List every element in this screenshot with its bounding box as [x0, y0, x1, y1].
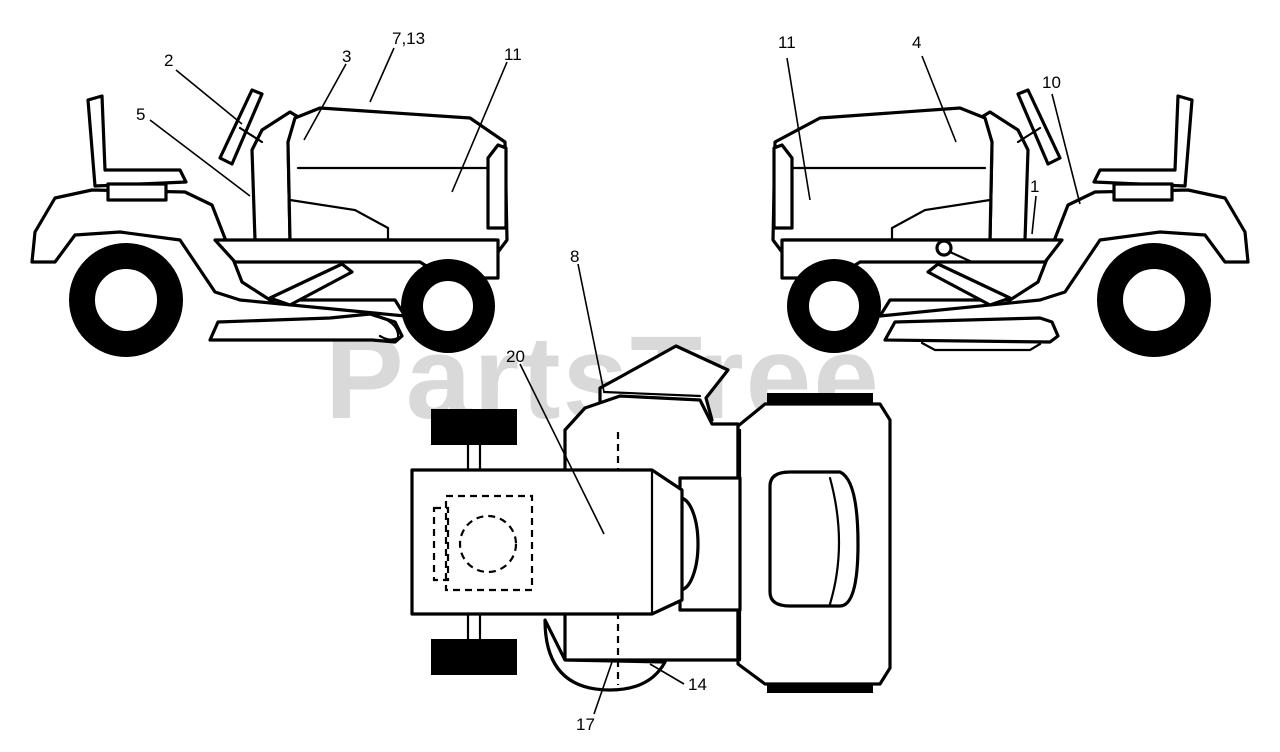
callout-11-right: 11	[778, 33, 796, 52]
chute-fold-top	[602, 390, 702, 398]
leader-11-left	[451, 61, 508, 193]
callout-20: 20	[506, 347, 525, 366]
mower-deck-left	[208, 312, 404, 344]
pedal-left	[268, 262, 354, 307]
seat-back-top	[828, 476, 841, 606]
tractor-top-view: 8 20 14 17	[410, 247, 892, 734]
discharge-chute-left	[370, 312, 400, 341]
hood-left	[286, 106, 509, 254]
hood-right	[771, 106, 994, 254]
steering-shaft-left	[238, 126, 264, 144]
leader-3	[303, 63, 347, 141]
hood-grille-left	[486, 143, 508, 230]
callout-4: 4	[912, 33, 921, 52]
callout-5: 5	[136, 105, 145, 124]
leader-14	[649, 663, 685, 685]
front-wheel-hub-left	[421, 279, 475, 333]
callout-17: 17	[576, 715, 595, 734]
engine-side-outline-top	[432, 506, 450, 582]
side-panel-left	[288, 198, 390, 242]
rear-fender-right	[878, 188, 1250, 318]
steering-wheel-left	[218, 88, 264, 166]
callout-10: 10	[1042, 73, 1061, 92]
callout-7-13: 7,13	[392, 29, 425, 48]
front-tire-top-upper	[431, 409, 517, 445]
leader-17	[593, 661, 613, 715]
callout-2: 2	[164, 51, 173, 70]
hood-top	[410, 468, 684, 616]
leader-7-13	[369, 47, 395, 103]
rear-wheel-hub-right	[1121, 267, 1187, 333]
pedal-right	[926, 262, 1012, 307]
callout-11-left: 11	[504, 45, 522, 64]
leader-2	[175, 69, 243, 125]
hood-grille-right	[772, 143, 794, 230]
steering-wheel-right	[1016, 88, 1062, 166]
center-frame-top	[678, 476, 742, 612]
lever-knob-right	[935, 239, 953, 257]
air-filter-outline-top	[458, 514, 518, 574]
rear-fender-left	[30, 188, 407, 318]
leader-11-right	[786, 57, 811, 201]
callout-1: 1	[1030, 177, 1039, 196]
leader-5	[149, 119, 251, 197]
mower-deck-right	[883, 316, 1060, 344]
leader-1	[1031, 195, 1037, 235]
lever-right	[948, 250, 974, 264]
deck-bulge-top	[543, 618, 667, 692]
engine-outline-top	[444, 494, 534, 592]
leader-10	[1051, 93, 1081, 205]
steering-shaft-right	[1016, 126, 1042, 144]
deck-skirt-right	[920, 341, 1042, 352]
tractor-right-side-view: 11 4 10 1	[771, 33, 1250, 357]
front-tire-top-lower	[431, 639, 517, 675]
seat-base-left	[106, 182, 168, 202]
seat-right	[1092, 94, 1194, 188]
callout-8: 8	[570, 247, 579, 266]
leader-4	[921, 55, 957, 143]
leader-8	[577, 263, 605, 393]
rear-wheel-hub-left	[93, 267, 159, 333]
tractor-left-side-view: 2 5 3 7,13 11	[30, 29, 522, 357]
callout-14: 14	[688, 675, 707, 694]
leader-20	[519, 363, 605, 535]
seat-top	[768, 470, 860, 608]
seat-base-right	[1112, 182, 1174, 202]
front-wheel-hub-right	[807, 279, 861, 333]
side-panel-right	[890, 198, 992, 242]
callout-3: 3	[342, 47, 351, 66]
seat-left	[86, 94, 188, 188]
